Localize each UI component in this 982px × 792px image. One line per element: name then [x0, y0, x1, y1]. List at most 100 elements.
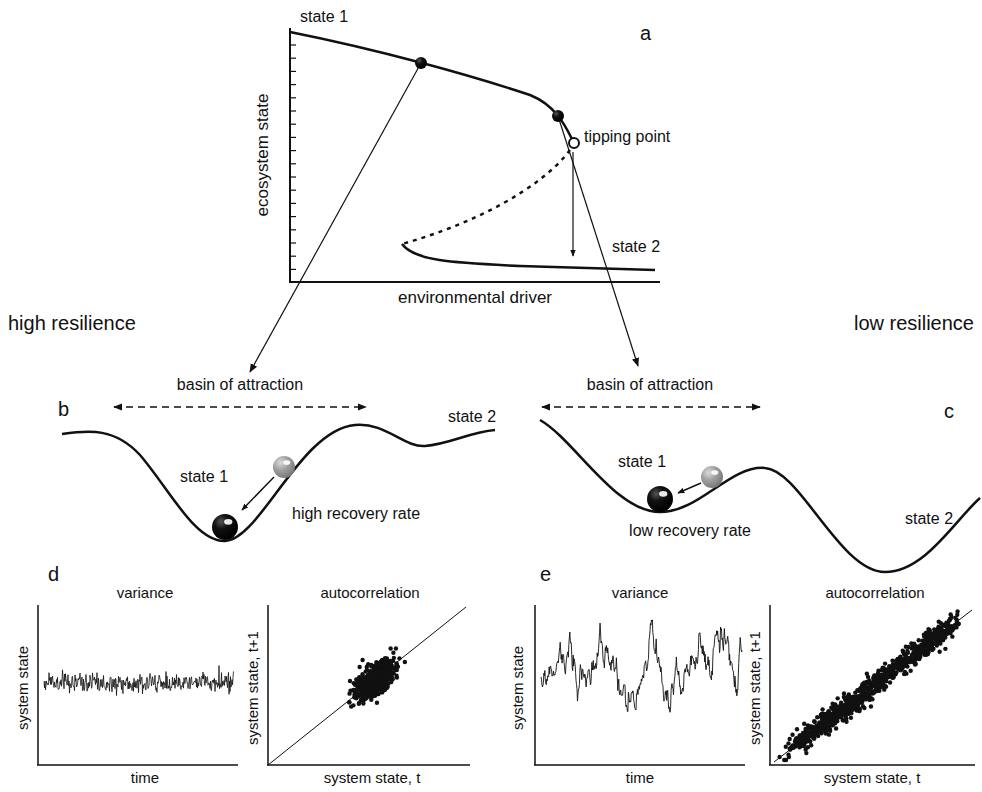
ball-highlight — [224, 519, 232, 525]
scatter-dot — [891, 676, 895, 680]
scatter-dot — [376, 669, 380, 673]
stability-landscape — [540, 420, 980, 572]
scatter-dot — [391, 651, 395, 655]
y-axis — [37, 605, 39, 765]
x-axis — [37, 764, 238, 766]
scatter-dot — [809, 728, 813, 732]
scatter-dot — [360, 658, 364, 662]
scatter-dot — [825, 722, 829, 726]
scatter-dot — [820, 707, 824, 711]
scatter-dot — [864, 694, 868, 698]
label: state 2 — [612, 238, 660, 256]
scatter-dot — [867, 688, 871, 692]
label: time — [626, 769, 654, 786]
scatter-dot — [806, 734, 810, 738]
scatter-dot — [808, 739, 812, 743]
scatter-dot — [795, 727, 799, 731]
scatter-dot — [370, 694, 374, 698]
scatter-dot — [901, 649, 905, 653]
basin-arrow — [542, 406, 760, 408]
landscape-high — [62, 407, 495, 541]
scatter-dot — [886, 672, 890, 676]
scatter-dot — [395, 675, 399, 679]
scatter-dot — [374, 690, 378, 694]
tick — [290, 110, 296, 111]
tick — [290, 44, 296, 45]
scatter-dot — [383, 656, 387, 660]
scatter-dot — [872, 690, 876, 694]
scatter-dot — [366, 662, 370, 666]
scatter-dot — [353, 695, 357, 699]
label: variance — [117, 584, 174, 601]
scatter-dot — [812, 736, 816, 740]
scatter-dot — [941, 638, 945, 642]
label: basin of attraction — [177, 376, 303, 394]
x-axis — [534, 764, 745, 766]
scatter-dot — [840, 709, 844, 713]
label: environmental driver — [398, 288, 552, 307]
landscape-low — [540, 407, 980, 572]
recovery-arrow — [678, 483, 701, 493]
scatter-dot — [828, 729, 832, 733]
scatter-dot — [822, 728, 826, 732]
scatter-dot — [804, 751, 808, 755]
tick — [290, 176, 296, 177]
timeseries-low — [534, 605, 975, 765]
scatter-dot — [357, 665, 361, 669]
scatter-dot — [389, 660, 393, 664]
ball-highlight — [283, 460, 290, 465]
ball — [273, 456, 295, 478]
scatter-dot — [353, 683, 357, 687]
scatter-dot — [361, 701, 365, 705]
scatter-dot — [944, 629, 948, 633]
tick — [290, 269, 296, 270]
scatter-dot — [956, 622, 960, 626]
scatter-dot — [937, 649, 941, 653]
timeseries-high — [37, 605, 470, 765]
label: system state, t+1 — [746, 631, 763, 745]
label: tipping point — [584, 128, 670, 146]
scatter-dot — [802, 722, 806, 726]
label: system state, t — [324, 769, 421, 786]
tick — [290, 97, 296, 98]
scatter-dot — [875, 684, 879, 688]
scatter-dot — [941, 623, 945, 627]
scatter-dot — [821, 711, 825, 715]
scatter-dot — [373, 685, 377, 689]
tick — [290, 71, 296, 72]
x-axis — [769, 764, 975, 766]
label: e — [540, 563, 551, 585]
scatter-dot — [897, 664, 901, 668]
scatter-dot — [848, 695, 852, 699]
scatter-dot — [901, 661, 905, 665]
zoom-line — [250, 63, 421, 372]
scatter-dot — [389, 680, 393, 684]
scatter-dot — [361, 688, 365, 692]
label: c — [944, 400, 954, 422]
scatter-dot — [788, 747, 792, 751]
label: state 2 — [448, 408, 496, 426]
ball — [701, 466, 723, 488]
scatter-dot — [348, 679, 352, 683]
scatter-dot — [809, 729, 813, 733]
scatter-dot — [857, 709, 861, 713]
label: b — [58, 398, 69, 420]
scatter-dot — [816, 727, 820, 731]
y-axis — [534, 605, 536, 765]
upper-branch — [290, 32, 572, 139]
label: system state, t — [824, 769, 921, 786]
scatter-dot — [922, 634, 926, 638]
scatter-dot — [790, 733, 794, 737]
label: time — [131, 769, 159, 786]
tick — [290, 124, 296, 125]
scatter-dot — [833, 707, 837, 711]
scatter-dot — [906, 645, 910, 649]
scatter-dot — [869, 704, 873, 708]
scatter-dot — [862, 706, 866, 710]
scatter-dot — [908, 669, 912, 673]
scatter-dot — [865, 671, 869, 675]
scatter-dot — [852, 697, 856, 701]
scatter-dot — [853, 702, 857, 706]
label: high recovery rate — [292, 505, 420, 523]
label: ecosystem state — [253, 94, 272, 217]
